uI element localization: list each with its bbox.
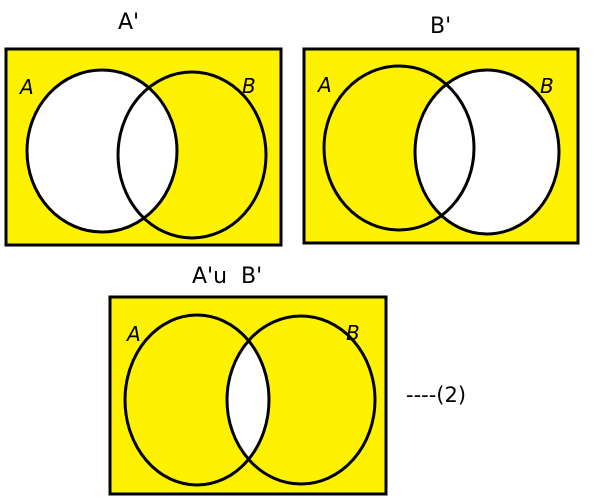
circle-b-fill	[415, 70, 559, 234]
venn-a-complement: A B	[4, 47, 283, 247]
equation-reference: ----(2)	[406, 383, 467, 407]
circle-b-label: B	[540, 74, 554, 98]
venn-union: A B	[108, 295, 388, 496]
venn-b-complement: A B	[302, 47, 580, 245]
circle-a-label: A	[316, 73, 332, 97]
circle-b-label: B	[242, 74, 256, 98]
circle-b	[413, 68, 561, 236]
circle-b-label: B	[346, 321, 360, 345]
circle-a-fill	[27, 70, 177, 232]
circle-a	[123, 313, 271, 487]
circle-a-label: A	[125, 322, 141, 346]
circle-b	[116, 70, 268, 240]
title-union: A'u B'	[192, 264, 263, 289]
title-a-complement: A'	[118, 10, 140, 35]
circle-a-label: A	[18, 75, 34, 99]
circle-b	[225, 314, 377, 486]
circle-a	[25, 68, 179, 234]
circle-a	[322, 64, 476, 232]
title-b-complement: B'	[430, 14, 452, 39]
